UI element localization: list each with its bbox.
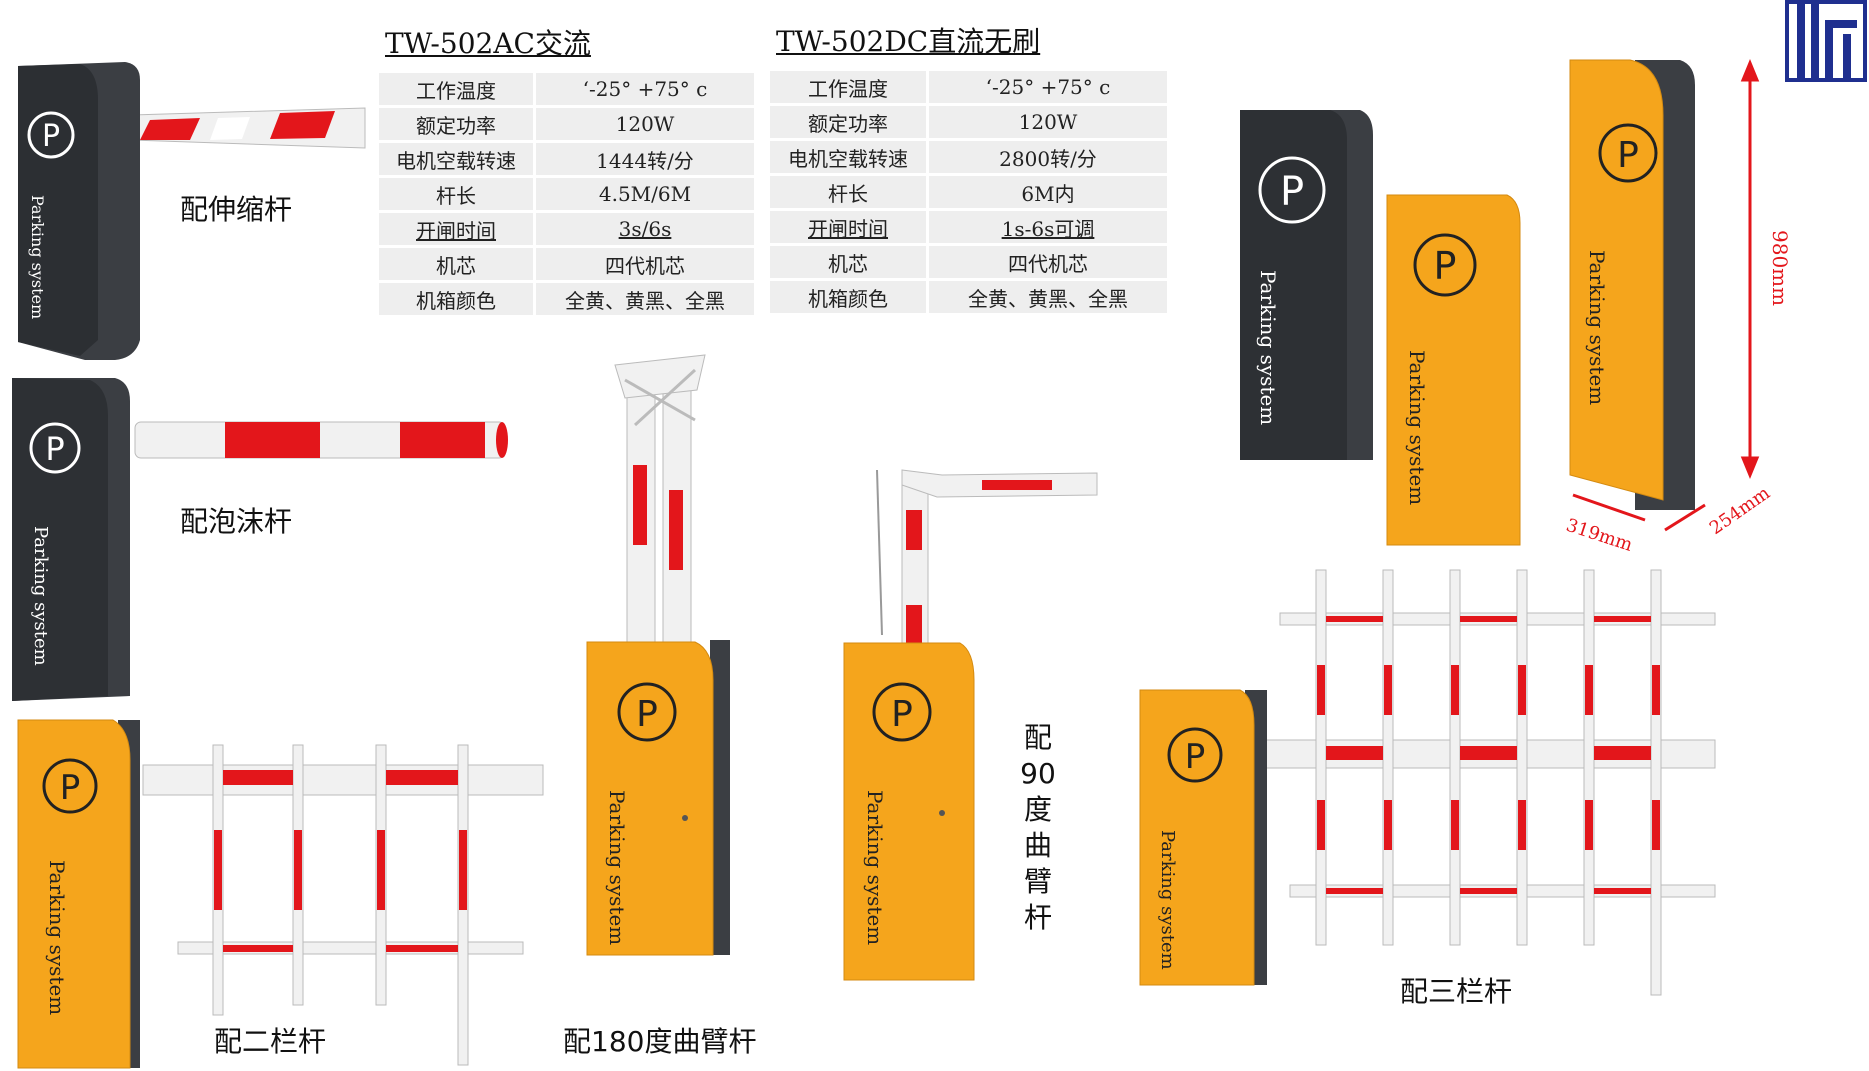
parking-logo-letter: P xyxy=(636,694,658,735)
table-row: 机箱颜色全黄、黄黑、全黑 xyxy=(379,283,754,315)
caption-char: 曲 xyxy=(1023,829,1052,862)
barrier-three-bar-image: P Parking system xyxy=(1139,569,1716,996)
dimension-width: 319mm xyxy=(1563,515,1635,556)
cabinet-side-text: Parking system xyxy=(1405,350,1429,505)
parking-logo-icon xyxy=(1413,233,1477,297)
cabinet-side-text: Parking system xyxy=(1157,830,1178,970)
parking-logo-icon xyxy=(42,758,98,814)
parking-logo-letter: P xyxy=(1617,135,1639,176)
dimension-depth: 254mm xyxy=(1706,483,1774,539)
parking-logo-icon xyxy=(29,422,81,474)
table-row: 机芯四代机芯 xyxy=(770,246,1167,278)
parking-logo-letter: P xyxy=(60,768,81,808)
cabinet-side-text: Parking system xyxy=(30,526,51,666)
barrier-curved-90-image: P Parking system xyxy=(843,469,1098,981)
parking-logo-letter: P xyxy=(1280,169,1304,215)
spec-dc-title: TW-502DC直流无刷 xyxy=(776,25,1041,58)
table-row: 工作温度‘-25° +75° c xyxy=(379,73,754,105)
cabinet-side-text: Parking system xyxy=(1256,270,1280,425)
barrier-telescopic-image: P Parking system xyxy=(18,62,366,360)
caption-char: 臂 xyxy=(1023,865,1052,898)
parking-logo-icon xyxy=(27,111,75,159)
parking-logo-icon xyxy=(1258,156,1326,224)
table-row: 工作温度‘-25° +75° c xyxy=(770,71,1167,103)
cabinet-side-text: Parking system xyxy=(605,790,629,945)
table-row: 机箱颜色全黄、黄黑、全黑 xyxy=(770,281,1167,313)
cabinet-variants-image: P Parking system P Parking system P Park… xyxy=(1240,59,1792,556)
company-logo-icon xyxy=(1785,0,1867,82)
barrier-two-bar-image: P Parking system xyxy=(17,719,544,1069)
parking-logo-icon xyxy=(1598,123,1658,183)
caption-two-bar: 配二栏杆 xyxy=(214,1025,327,1058)
parking-logo-letter: P xyxy=(891,694,913,735)
parking-logo-letter: P xyxy=(45,430,64,468)
parking-logo-icon xyxy=(872,682,932,742)
caption-curved-90: 配 90 度 曲 臂 杆 xyxy=(1020,720,1056,936)
caption-char: 杆 xyxy=(1023,901,1052,934)
caption-three-bar: 配三栏杆 xyxy=(1400,975,1513,1008)
caption-char: 度 xyxy=(1023,793,1052,826)
parking-logo-icon xyxy=(617,682,677,742)
barrier-curved-180-image: P Parking system xyxy=(586,354,730,956)
caption-foam: 配泡沫杆 xyxy=(180,505,293,538)
parking-logo-icon xyxy=(1167,727,1223,783)
parking-logo-letter: P xyxy=(1434,244,1457,288)
cabinet-side-text: Parking system xyxy=(863,790,887,945)
cabinet-side-text: Parking system xyxy=(1585,250,1609,405)
dimension-height: 980mm xyxy=(1768,230,1792,306)
parking-logo-letter: P xyxy=(42,119,60,154)
barrier-foam-image: P Parking system xyxy=(12,378,508,701)
caption-char: 配 xyxy=(1023,721,1052,754)
parking-logo-letter: P xyxy=(1185,737,1206,777)
cabinet-side-text: Parking system xyxy=(28,195,47,319)
caption-telescopic: 配伸缩杆 xyxy=(180,193,293,226)
table-row: 机芯四代机芯 xyxy=(379,248,754,280)
cabinet-side-text: Parking system xyxy=(45,860,69,1015)
spec-ac-title: TW-502AC交流 xyxy=(385,27,591,60)
caption-char: 90 xyxy=(1020,757,1056,790)
caption-curved-180: 配180度曲臂杆 xyxy=(563,1025,757,1058)
